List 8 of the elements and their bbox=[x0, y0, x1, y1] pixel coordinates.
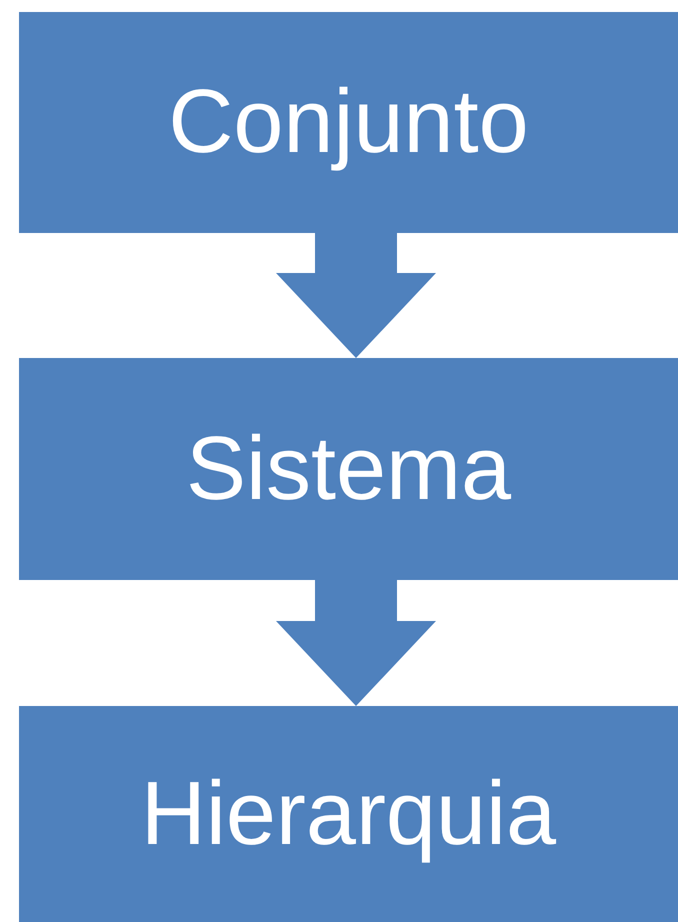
box-label: Sistema bbox=[186, 418, 512, 520]
process-box bbox=[19, 358, 678, 580]
block-arrow bbox=[276, 233, 436, 358]
process-box bbox=[19, 12, 678, 233]
block-arrow bbox=[276, 580, 436, 706]
process-box bbox=[19, 706, 678, 922]
box-label: Conjunto bbox=[168, 71, 529, 174]
box-label: Hierarquia bbox=[140, 762, 556, 866]
